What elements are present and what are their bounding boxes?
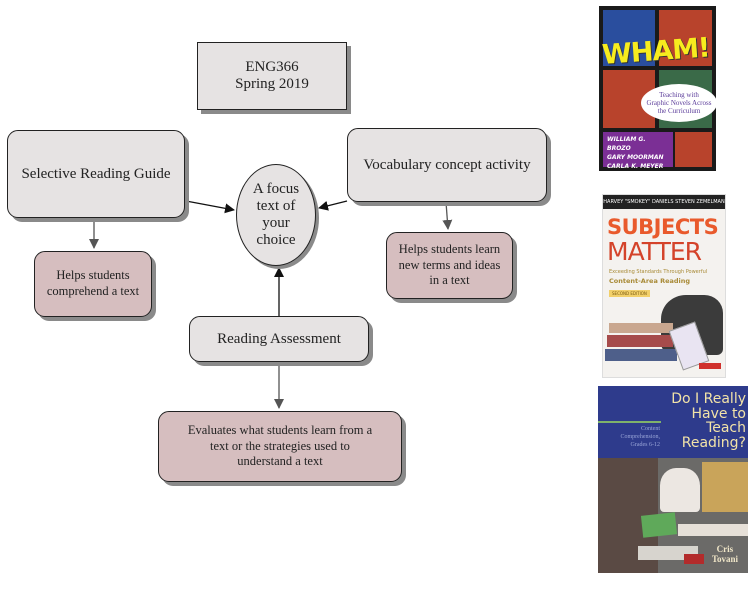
- book-stack-image: [607, 335, 673, 347]
- center-label: A focus text of your choice: [252, 180, 300, 249]
- book-cover-do-i-really-have-to-teach-reading: Do I Really Have to Teach Reading? Conte…: [598, 386, 748, 573]
- publisher-logo: [699, 363, 721, 369]
- book-title: Do I Really Have to Teach Reading?: [671, 391, 746, 452]
- node-label: Vocabulary concept activity: [363, 156, 531, 173]
- book-authors: WILLIAM G. BROZO GARY MOORMAN CARLA K. M…: [603, 132, 673, 170]
- photo-book: [638, 546, 698, 560]
- book-cover-subjects-matter: HARVEY "SMOKEY" DANIELS STEVEN ZEMELMAN …: [602, 194, 726, 378]
- node-label: Reading Assessment: [217, 330, 341, 347]
- photo-desk: [678, 524, 748, 536]
- author: WILLIAM G. BROZO: [607, 136, 646, 152]
- node-selective-reading-guide: Selective Reading Guide: [7, 130, 185, 218]
- arrow-vca-to-center: [318, 200, 348, 211]
- photo-book: [684, 554, 704, 564]
- book-author: Cris Tovani: [711, 544, 738, 565]
- photo-student: [660, 468, 700, 512]
- node-label: Selective Reading Guide: [21, 165, 171, 182]
- photo-folder: [640, 512, 678, 538]
- book-tagline: Exceeding Standards Through Powerful: [609, 269, 708, 275]
- author: GARY MOORMAN: [607, 154, 664, 161]
- course-title: ENG366 Spring 2019: [235, 58, 309, 92]
- description-text: Helps students learn new terms and ideas…: [398, 242, 501, 288]
- course-title-box: ENG366 Spring 2019: [197, 42, 347, 110]
- arrow-vca-to-desc: [442, 201, 453, 230]
- photo-background: [702, 462, 748, 512]
- center-focus-text-node: A focus text of your choice: [236, 164, 316, 266]
- desc-selective-reading-guide: Helps students comprehend a text: [34, 251, 152, 317]
- cover-panel: [603, 10, 655, 66]
- arrow-srg-to-center: [185, 200, 235, 214]
- desc-vocabulary-concept-activity: Helps students learn new terms and ideas…: [386, 232, 513, 299]
- cover-accent-bar: [598, 421, 661, 423]
- node-vocabulary-concept-activity: Vocabulary concept activity: [347, 128, 547, 202]
- book-subtitle: Content Comprehension, Grades 6-12: [620, 426, 661, 448]
- book-subtitle: Teaching with Graphic Novels Across the …: [646, 90, 712, 116]
- book-title-line1: SUBJECTS: [607, 215, 719, 239]
- book-edition: SECOND EDITION: [609, 290, 650, 297]
- description-text: Helps students comprehend a text: [46, 268, 140, 298]
- node-reading-assessment: Reading Assessment: [189, 316, 369, 362]
- cover-panel: [659, 10, 712, 66]
- description-text: Evaluates what students learn from a tex…: [187, 423, 373, 469]
- speech-bubble: Teaching with Graphic Novels Across the …: [641, 84, 716, 122]
- book-subtitle: Content-Area Reading: [609, 277, 691, 285]
- book-stack-image: [605, 349, 677, 361]
- author: CARLA K. MEYER: [607, 163, 664, 170]
- book-title-line2: MATTER: [607, 237, 702, 266]
- desc-reading-assessment: Evaluates what students learn from a tex…: [158, 411, 402, 482]
- book-stack-image: [609, 323, 673, 333]
- book-authors: HARVEY "SMOKEY" DANIELS STEVEN ZEMELMAN: [603, 195, 725, 209]
- cover-panel: [675, 132, 712, 167]
- book-cover-wham: WHAM! Teaching with Graphic Novels Acros…: [599, 6, 716, 171]
